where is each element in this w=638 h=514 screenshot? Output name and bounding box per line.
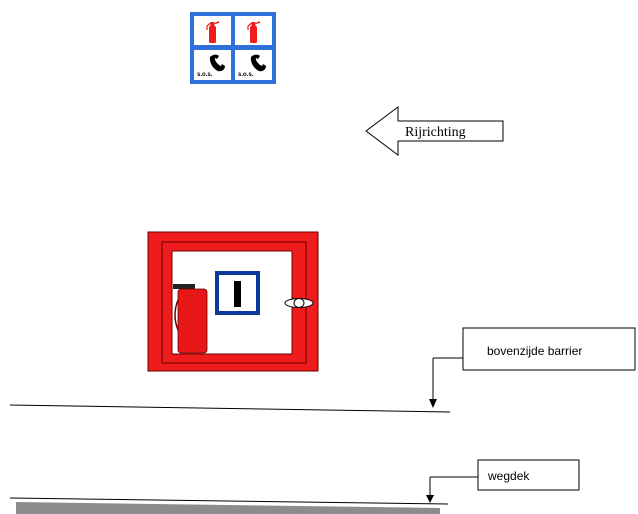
road-surface-band [16, 502, 440, 514]
sos-phone-icon: s.o.s. [197, 54, 225, 78]
fire-extinguisher-icon [206, 21, 219, 43]
fire-extinguisher-icon [173, 284, 208, 354]
road-callout-label: wegdek [487, 469, 530, 483]
barrier-top-line [9, 404, 451, 413]
sos-label: s.o.s. [238, 72, 254, 78]
barrier-top: bovenzijde barrier [9, 327, 636, 413]
direction-arrow: Rijrichting [365, 106, 504, 156]
barrier-callout-label: bovenzijde barrier [487, 344, 582, 358]
sos-phone-icon: s.o.s. [238, 54, 266, 78]
info-panel-icon [215, 271, 260, 315]
sos-label: s.o.s. [197, 72, 213, 78]
direction-label: Rijrichting [405, 125, 466, 140]
fire-cabinet [147, 231, 319, 372]
arrowhead-icon [429, 399, 437, 408]
fire-extinguisher-icon [247, 21, 260, 43]
road-callout: wegdek [426, 459, 580, 503]
emergency-sign: s.o.s. s.o.s. [190, 12, 276, 84]
road-surface: wegdek [9, 459, 580, 514]
road-surface-line [9, 497, 449, 505]
door-handle-icon [284, 298, 314, 308]
barrier-callout: bovenzijde barrier [429, 327, 636, 408]
arrowhead-icon [426, 495, 434, 503]
